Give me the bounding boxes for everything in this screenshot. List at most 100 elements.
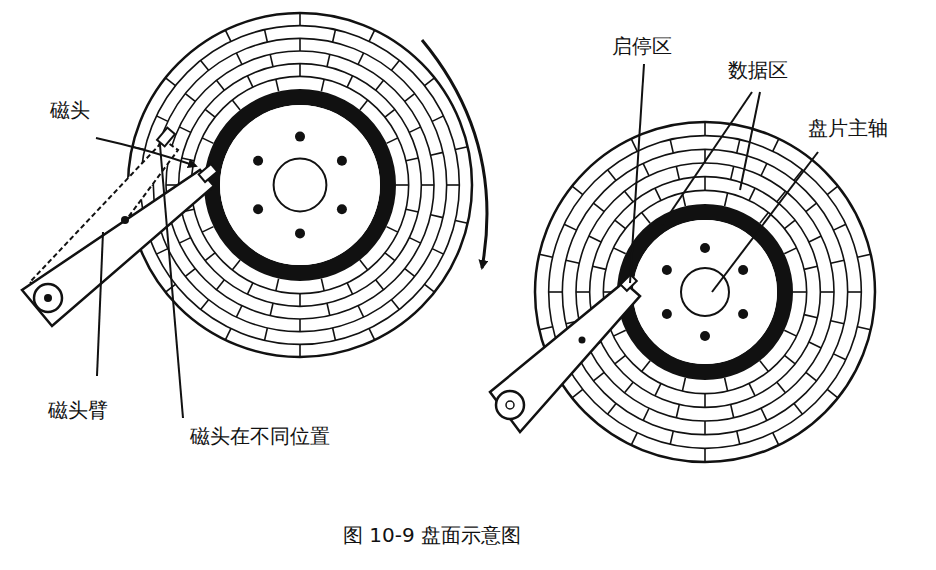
sector-line [784,355,795,364]
sector-line [386,138,397,143]
sector-line [737,140,740,153]
sector-line [358,53,363,64]
sector-line [205,253,215,261]
sector-line [857,327,870,330]
sector-line [704,177,706,191]
hub-hole [738,309,748,319]
sector-line [625,191,634,202]
sector-line [806,372,817,381]
sector-line [333,328,336,340]
sector-line [396,184,409,186]
leader-lines [96,64,818,418]
sector-line [593,372,604,381]
sector-line [749,384,755,396]
sector-line [731,404,734,417]
sector-line [631,139,637,151]
sector-line [431,215,443,218]
sector-line [615,220,626,229]
spindle [681,268,729,316]
sector-line [432,116,443,121]
sector-line [676,404,679,417]
hub [633,220,777,364]
sector-line [232,260,240,270]
sector-line [299,319,301,332]
track [191,76,408,293]
sector-line [202,138,213,143]
sector-line [166,284,176,292]
sector-line [784,220,795,229]
sector-line [347,283,352,294]
sector-line [613,330,625,336]
sector-line [539,254,552,257]
head-arm-right [490,275,640,432]
sector-line [827,186,838,195]
sector-line [205,109,215,117]
sector-line [455,220,467,223]
sector-line [704,394,706,408]
sector-line [773,139,779,151]
head-positions-label: 磁头在不同位置 [188,424,332,448]
sector-line [831,260,844,263]
sector-line [784,248,796,254]
sector-line [809,342,821,348]
sector-line [409,127,420,132]
sector-line [539,327,552,330]
sector-line [216,280,224,290]
sector-line [613,248,625,254]
data-zone-label: 数据区 [726,58,790,82]
sector-line [409,238,420,243]
sector-line [809,236,821,242]
sector-line [321,79,324,91]
hub-hole [295,132,305,142]
sector-line [179,238,190,243]
sector-line [376,280,384,290]
sector-line [405,94,415,102]
sector-line [321,279,324,291]
sector-line [432,249,443,254]
hub [220,105,380,265]
head-label: 磁头 [48,98,92,122]
sector-line [777,382,786,393]
sector-line [236,306,241,317]
spindle-label: 盘片主轴 [806,116,890,140]
sector-line [572,186,583,195]
sector-line [156,116,167,121]
track [179,64,422,307]
sector-line [236,53,241,64]
sector-line [347,76,352,87]
sector-line [376,80,384,90]
sector-line [760,361,769,372]
sector-line [608,404,617,415]
sector-line [642,361,651,372]
head-arm [22,164,217,326]
sector-line [827,389,838,398]
hub-hole [662,309,672,319]
sector-line [201,300,209,310]
sector-line [182,158,194,161]
sector-line [166,78,176,86]
sector-line [725,193,728,206]
sector-line [655,384,661,396]
sector-line [676,166,679,179]
hub-hole [253,156,263,166]
sector-line [216,80,224,90]
sector-line [270,54,273,66]
sector-line [615,355,626,364]
sector-line [202,227,213,232]
sector-line [391,60,399,70]
sector-line [784,330,796,336]
sector-line [593,203,604,212]
sector-line [333,30,336,42]
start-stop-zone [212,97,388,273]
sector-line [385,109,395,117]
sector-line [360,100,368,110]
sector-line [749,188,755,200]
hub-hole [295,228,305,238]
sector-line [761,163,767,175]
track [549,136,862,449]
sector-line [247,76,252,87]
sector-line [731,166,734,179]
sector-line [425,78,435,86]
sector-line [834,224,846,230]
